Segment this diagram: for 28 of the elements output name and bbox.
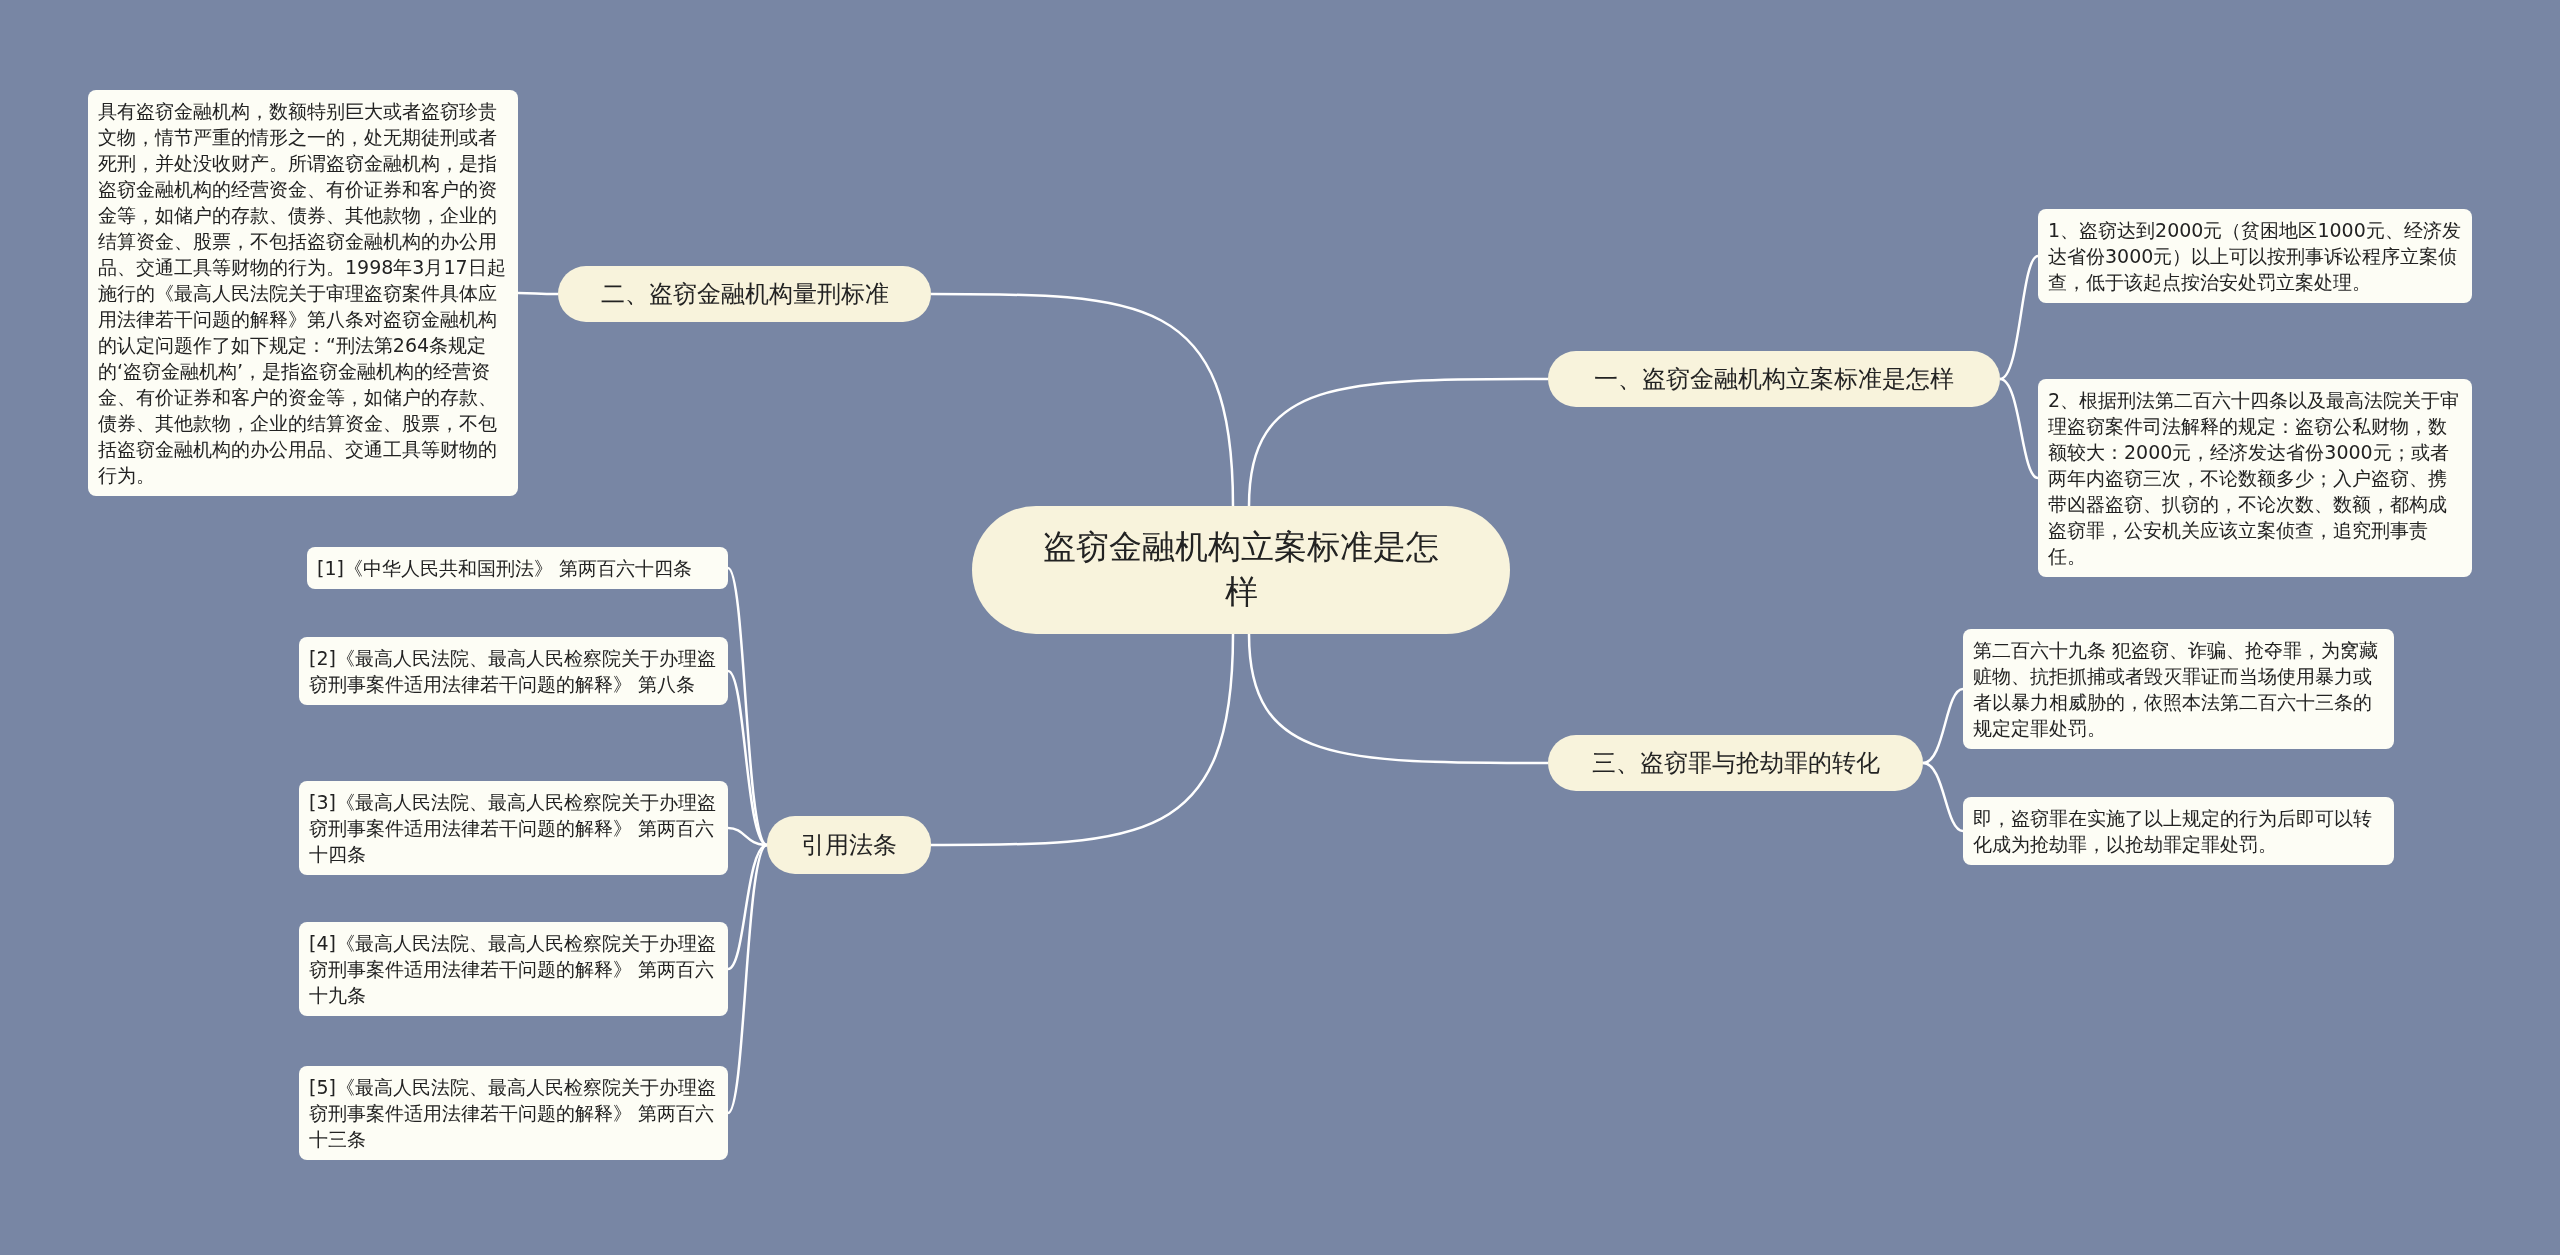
note-card: [3]《最高人民法院、最高人民检察院关于办理盗窃刑事案件适用法律若干问题的解释》 第两百六十四条 [299,781,728,875]
topic-box: 一、盗窃金融机构立案标准是怎样 [1548,351,2000,407]
connector-line [1922,761,1964,833]
topic-box: 二、盗窃金融机构量刑标准 [558,266,931,322]
topic-box: 引用法条 [767,816,931,874]
note-card: [2]《最高人民法院、最高人民检察院关于办理盗窃刑事案件适用法律若干问题的解释》 第八条 [299,637,728,705]
connector-line [1922,687,1964,765]
note-card: 即，盗窃罪在实施了以上规定的行为后即可以转化成为抢劫罪，以抢劫罪定罪处罚。 [1963,797,2394,865]
connector-line [1999,377,2039,480]
note-card: [4]《最高人民法院、最高人民检察院关于办理盗窃刑事案件适用法律若干问题的解释》 第两百六十九条 [299,922,728,1016]
connector-line [727,567,768,846]
connector-line [727,843,768,971]
connector-line [1999,254,2039,381]
connector-line [931,633,1235,847]
topic-box: 三、盗窃罪与抢劫罪的转化 [1548,735,1923,791]
note-card: 第二百六十九条 犯盗窃、诈骗、抢夺罪，为窝藏赃物、抗拒抓捕或者毁灭罪证而当场使用暴力或者以暴力相威胁的，依照本法第二百六十三条的规定定罪处罚。 [1963,629,2394,749]
connector-line [518,291,558,296]
central-topic: 盗窃金融机构立案标准是怎样 [972,506,1510,634]
note-card: [1]《中华人民共和国刑法》 第两百六十四条 [307,547,728,589]
note-card: 1、盗窃达到2000元（贫困地区1000元、经济发达省份3000元）以上可以按刑事诉讼程序立案侦查，低于该起点按治安处罚立案处理。 [2038,209,2472,303]
connector-line [1247,377,1548,507]
note-card: 具有盗窃金融机构，数额特别巨大或者盗窃珍贵文物，情节严重的情形之一的，处无期徒刑或者死刑，并处没收财产。所谓盗窃金融机构，是指盗窃金融机构的经营资金、有价证券和客户的资金等，如储户的存款、债券、其他款物，企业的结算资金、股票，不包括盗窃金融机构的办公用品、交通工具等财物的行为。1998年3月17日起施行的《最高人民法院关于审理盗窃案件具体应用法律若干问题的解释》第八条对盗窃金融机构的认定问题作了如下规定：“刑法第264条规定的‘盗窃金融机构’，是指盗窃金融机构的经营资金、有价证券和客户的资金等，如储户的存款、债券、其他款物，企业的结算资金、股票，不包括盗窃金融机构的办公用品、交通工具等财物的行为。 [88,90,518,496]
note-card: 2、根据刑法第二百六十四条以及最高法院关于审理盗窃案件司法解释的规定：盗窃公私财物，数额较大：2000元，经济发达省份3000元；或者两年内盗窃三次，不论数额多少；入户盗窃、携带凶器盗窃、扒窃的，不论次数、数额，都构成盗窃罪，公安机关应该立案侦查，追究刑事责任。 [2038,379,2472,577]
connector-line [727,670,768,847]
connector-line [727,844,768,1114]
connector-line [1247,633,1548,765]
connector-line [931,292,1235,507]
note-card: [5]《最高人民法院、最高人民检察院关于办理盗窃刑事案件适用法律若干问题的解释》 第两百六十三条 [299,1066,728,1160]
